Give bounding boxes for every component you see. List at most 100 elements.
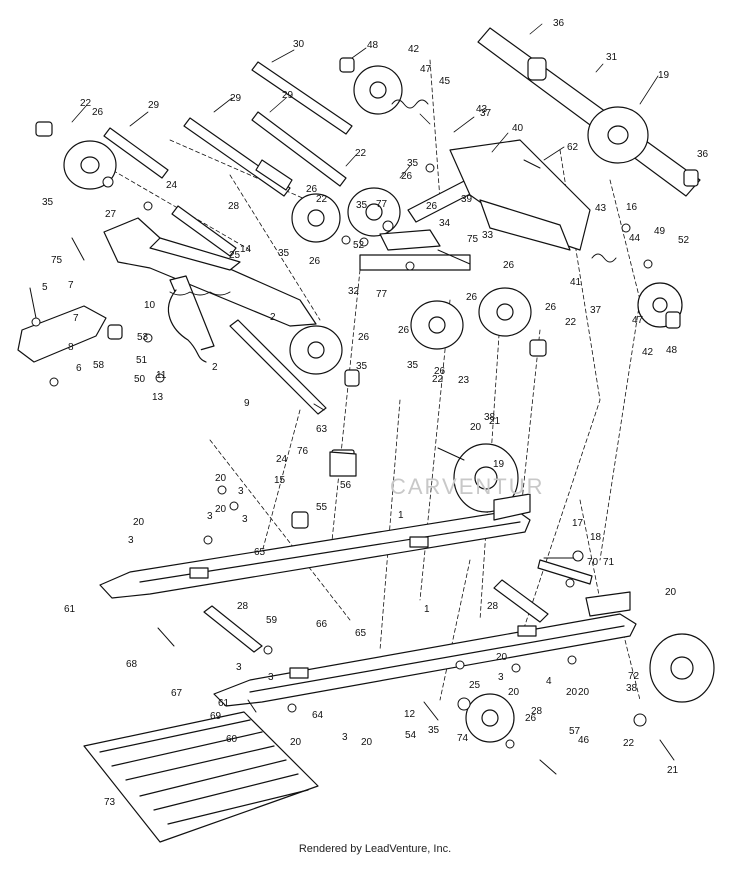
callout-label: 24 bbox=[276, 454, 288, 465]
callout-label: 69 bbox=[210, 711, 222, 722]
callout-label: 76 bbox=[297, 446, 309, 457]
callout-leaders bbox=[71, 23, 659, 179]
slide-rail-lower bbox=[213, 613, 637, 707]
callout-label: 26 bbox=[434, 366, 446, 377]
slide-rail-upper bbox=[99, 509, 531, 599]
lower-shafts bbox=[203, 559, 593, 653]
callout-label: 58 bbox=[93, 360, 105, 371]
callout-label: 21 bbox=[489, 416, 501, 427]
callout-label: 65 bbox=[355, 628, 367, 639]
callout-label: 28 bbox=[228, 201, 240, 212]
callout-label: 10 bbox=[144, 300, 156, 311]
callout-label: 9 bbox=[244, 398, 250, 409]
callout-label: 4 bbox=[546, 676, 552, 687]
callout-label: 72 bbox=[628, 671, 640, 682]
callout-label: 49 bbox=[654, 226, 666, 237]
callout-label: 31 bbox=[606, 52, 618, 63]
callout-label: 20 bbox=[566, 687, 578, 698]
callout-label: 50 bbox=[134, 374, 146, 385]
callout-label: 45 bbox=[439, 76, 451, 87]
callout-label: 2 bbox=[270, 312, 276, 323]
callout-label: 29 bbox=[282, 90, 294, 101]
callout-label: 33 bbox=[482, 230, 494, 241]
idler-wheels bbox=[63, 65, 715, 743]
torsion-springs bbox=[169, 99, 617, 296]
callout-label: 19 bbox=[493, 459, 505, 470]
callout-label: 22 bbox=[565, 317, 577, 328]
callout-label: 20 bbox=[508, 687, 520, 698]
callout-label: 26 bbox=[398, 325, 410, 336]
guide-lines bbox=[94, 59, 641, 701]
callout-label: 52 bbox=[678, 235, 690, 246]
callout-label: 61 bbox=[218, 698, 230, 709]
callout-label: 21 bbox=[667, 765, 679, 776]
callout-label: 37 bbox=[590, 305, 602, 316]
callout-label: 30 bbox=[293, 39, 305, 50]
callout-label: 14 bbox=[240, 244, 252, 255]
callout-label: 66 bbox=[316, 619, 328, 630]
callout-label: 28 bbox=[487, 601, 499, 612]
callout-label: 1 bbox=[398, 510, 404, 521]
callout-label: 22 bbox=[432, 374, 444, 385]
callout-label: 35 bbox=[356, 200, 368, 211]
callout-label: 70 bbox=[587, 557, 599, 568]
callout-label: 20 bbox=[215, 473, 227, 484]
callout-label: 26 bbox=[525, 713, 537, 724]
callout-label: 20 bbox=[361, 737, 373, 748]
callout-label: 67 bbox=[171, 688, 183, 699]
callout-label: 65 bbox=[254, 547, 266, 558]
watermark-text: CARVENTUR bbox=[390, 474, 545, 499]
callout-label: 48 bbox=[367, 40, 379, 51]
callout-label: 77 bbox=[376, 289, 388, 300]
callout-label: 20 bbox=[290, 737, 302, 748]
callout-label: 11 bbox=[156, 370, 167, 381]
callout-label: 54 bbox=[405, 730, 417, 741]
callout-label: 26 bbox=[358, 332, 370, 343]
callout-label: 77 bbox=[376, 199, 388, 210]
callout-label: 35 bbox=[278, 248, 290, 259]
callout-label: 26 bbox=[401, 171, 413, 182]
callout-label: 61 bbox=[64, 604, 76, 615]
callout-label: 48 bbox=[666, 345, 678, 356]
callout-label: 43 bbox=[595, 203, 607, 214]
callout-label: 3 bbox=[268, 672, 274, 683]
callout-label: 20 bbox=[578, 687, 590, 698]
front-arm bbox=[17, 217, 317, 363]
rear-arm bbox=[359, 139, 591, 271]
callout-label: 75 bbox=[467, 234, 479, 245]
callout-label: 68 bbox=[126, 659, 138, 670]
callout-label: 27 bbox=[105, 209, 117, 220]
callout-label: 6 bbox=[76, 363, 82, 374]
callout-label: 16 bbox=[626, 202, 638, 213]
callout-label: 26 bbox=[503, 260, 515, 271]
callout-label: 36 bbox=[697, 149, 709, 160]
callout-label: 26 bbox=[426, 201, 438, 212]
callout-label: 26 bbox=[92, 107, 104, 118]
callout-label: 28 bbox=[531, 706, 543, 717]
callout-label: 22 bbox=[316, 194, 328, 205]
callout-label: 3 bbox=[238, 486, 244, 497]
rail-brackets bbox=[329, 451, 631, 617]
callout-label: 51 bbox=[136, 355, 148, 366]
callout-label: 59 bbox=[266, 615, 278, 626]
callout-label: 20 bbox=[215, 504, 227, 515]
callout-label: 35 bbox=[356, 361, 368, 372]
footer-credit: Rendered by LeadVenture, Inc. bbox=[298, 843, 452, 855]
callout-label: 56 bbox=[340, 480, 352, 491]
callout-label: 1 bbox=[424, 604, 430, 615]
callout-label: 3 bbox=[207, 511, 213, 522]
callout-label: 35 bbox=[407, 360, 419, 371]
callout-label: 42 bbox=[408, 44, 420, 55]
callout-label: 55 bbox=[316, 502, 328, 513]
callout-label: 24 bbox=[166, 180, 178, 191]
callout-label: 53 bbox=[137, 332, 149, 343]
callout-label: 63 bbox=[316, 424, 328, 435]
callout-label: 20 bbox=[470, 422, 482, 433]
callout-label: 43 bbox=[476, 104, 488, 115]
callout-label: 26 bbox=[309, 256, 321, 267]
callout-label: 64 bbox=[312, 710, 324, 721]
callout-label: 29 bbox=[230, 93, 242, 104]
